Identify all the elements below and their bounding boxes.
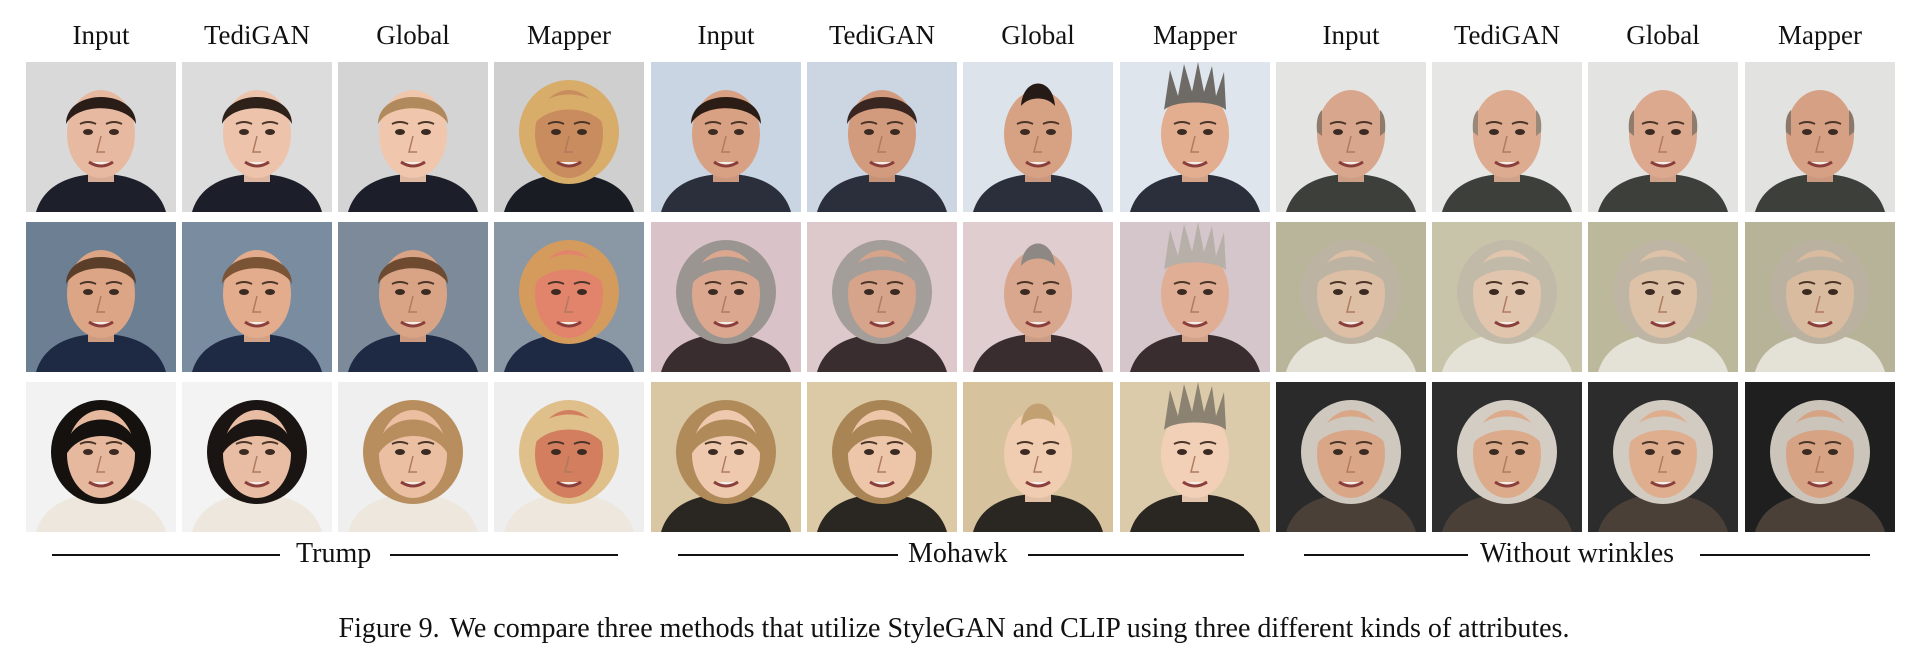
column-header: Mapper — [527, 20, 611, 50]
face-image — [26, 62, 176, 212]
column-header: Global — [376, 20, 450, 50]
column-header: Input — [1322, 20, 1380, 50]
group-label-without-wrinkles: Without wrinkles — [1470, 538, 1685, 570]
face-image — [1745, 62, 1895, 212]
group-rule-right-wrinkles — [1700, 554, 1870, 556]
face-image — [963, 382, 1113, 532]
face-image — [963, 222, 1113, 372]
face-image — [807, 62, 957, 212]
face-image — [1432, 62, 1582, 212]
column-header: TediGAN — [203, 20, 311, 50]
column-header: Mapper — [1778, 20, 1862, 50]
face-image — [1745, 222, 1895, 372]
column-header: Mapper — [1153, 20, 1237, 50]
face-image — [963, 62, 1113, 212]
face-image — [338, 222, 488, 372]
column-header: TediGAN — [828, 20, 936, 50]
group-rule-right-mohawk — [1028, 554, 1244, 556]
face-image — [1432, 382, 1582, 532]
face-image — [1120, 62, 1270, 212]
face-image — [651, 222, 801, 372]
face-image — [1276, 222, 1426, 372]
face-image — [494, 382, 644, 532]
face-image — [494, 222, 644, 372]
column-header: TediGAN — [1453, 20, 1561, 50]
column-header: Global — [1001, 20, 1075, 50]
face-image — [338, 62, 488, 212]
face-image — [651, 62, 801, 212]
face-image — [26, 222, 176, 372]
face-image — [1276, 382, 1426, 532]
group-rule-left-mohawk — [678, 554, 900, 556]
face-image — [1588, 382, 1738, 532]
face-image — [807, 222, 957, 372]
group-label-mohawk: Mohawk — [898, 538, 1018, 570]
face-image — [26, 382, 176, 532]
group-rule-right-trump — [390, 554, 618, 556]
column-header: Input — [697, 20, 755, 50]
face-image — [651, 382, 801, 532]
figure-number: Figure 9. — [338, 613, 440, 644]
face-image — [1120, 222, 1270, 372]
face-image — [1745, 382, 1895, 532]
column-header: Input — [72, 20, 130, 50]
face-image — [807, 382, 957, 532]
face-image — [1588, 222, 1738, 372]
figure-caption: Figure 9. We compare three methods that u… — [0, 612, 1908, 646]
column-header: Global — [1626, 20, 1700, 50]
face-image — [182, 62, 332, 212]
face-image — [338, 382, 488, 532]
face-image — [494, 62, 644, 212]
face-image — [182, 382, 332, 532]
face-image — [1588, 62, 1738, 212]
face-image — [1432, 222, 1582, 372]
face-image — [1120, 382, 1270, 532]
face-image — [1276, 62, 1426, 212]
face-image — [182, 222, 332, 372]
group-rule-left-wrinkles — [1304, 554, 1468, 556]
group-rule-left-trump — [52, 554, 280, 556]
group-label-trump: Trump — [286, 538, 382, 570]
caption-text: We compare three methods that utilize St… — [449, 613, 1570, 644]
